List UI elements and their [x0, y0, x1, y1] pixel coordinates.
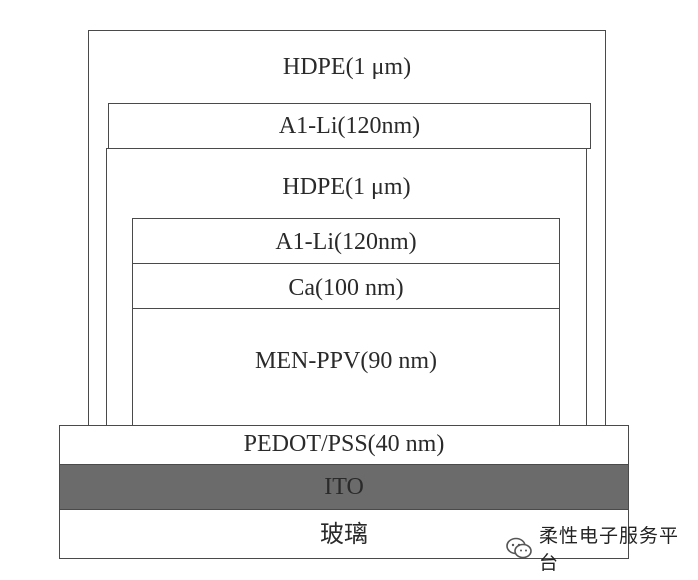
outer-al-li-layer: A1-Li(120nm) — [108, 103, 591, 149]
meh-ppv-label: MEN-PPV(90 nm) — [254, 348, 437, 374]
inner-al-li-label: A1-Li(120nm) — [275, 229, 417, 255]
watermark: 柔性电子服务平台 — [505, 525, 698, 574]
ito-layer: ITO — [59, 464, 629, 510]
wechat-logo-icon — [505, 536, 533, 560]
ca-label: Ca(100 nm) — [288, 275, 404, 301]
pedot-pss-layer: PEDOT/PSS(40 nm) — [59, 425, 629, 465]
outer-hdpe-label: HDPE(1 μm) — [282, 54, 412, 80]
inner-al-li-layer: A1-Li(120nm) — [132, 218, 560, 265]
glass-label: 玻璃 — [320, 520, 368, 548]
ca-layer: Ca(100 nm) — [132, 263, 560, 310]
outer-al-li-label: A1-Li(120nm) — [278, 113, 421, 139]
watermark-text: 柔性电子服务平台 — [539, 525, 680, 574]
ito-label: ITO — [324, 474, 364, 500]
glass-substrate-layer: 玻璃 — [59, 509, 629, 559]
pedot-pss-label: PEDOT/PSS(40 nm) — [243, 431, 445, 457]
meh-ppv-layer: MEN-PPV(90 nm) — [132, 308, 560, 428]
inner-hdpe-label: HDPE(1 μm) — [282, 174, 411, 200]
